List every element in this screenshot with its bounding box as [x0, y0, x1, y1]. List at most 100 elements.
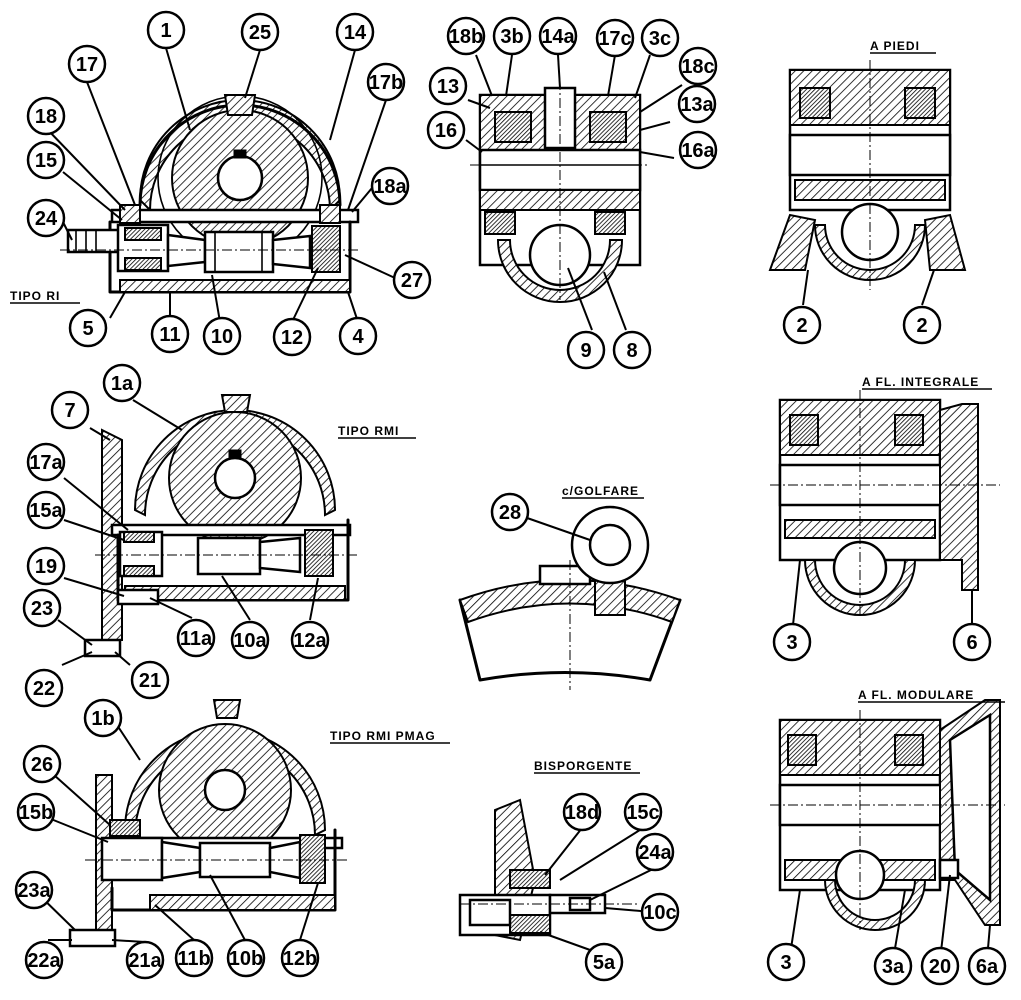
callout-3b: 3b [492, 16, 532, 56]
section-titles: TIPO RI TIPO RMI TIPO RMI PMAG A PIEDI A… [10, 39, 1005, 774]
callout-17: 17 [67, 44, 107, 84]
svg-text:25: 25 [249, 22, 271, 44]
callouts: 1 25 14 17 17b 18 15 18a 24 27 5 11 10 1… [14, 10, 1007, 986]
callout-5: 5 [68, 308, 108, 348]
title-tipo-ri: TIPO RI [10, 289, 60, 303]
svg-text:12: 12 [281, 327, 303, 349]
svg-text:24a: 24a [638, 842, 672, 864]
svg-text:10a: 10a [233, 630, 267, 652]
callout-22a: 22a [24, 940, 64, 980]
svg-text:13a: 13a [680, 94, 714, 116]
callout-8: 8 [612, 330, 652, 370]
callout-6: 6 [952, 622, 992, 662]
callout-15: 15 [26, 140, 66, 180]
callout-3-modulare: 3 [766, 942, 806, 982]
callout-16a: 16a [678, 130, 718, 170]
view-tipo-rmi-pmag [68, 699, 350, 948]
svg-text:4: 4 [352, 326, 364, 348]
callout-10c: 10c [640, 892, 680, 932]
svg-text:18b: 18b [449, 26, 483, 48]
callout-14: 14 [335, 12, 375, 52]
callout-14a: 14a [538, 16, 578, 56]
callout-23a: 23a [14, 870, 54, 910]
svg-text:10c: 10c [643, 902, 676, 924]
callout-15b: 15b [16, 792, 56, 832]
svg-text:11b: 11b [177, 948, 210, 970]
title-a-fl-integrale: A FL. INTEGRALE [862, 375, 979, 389]
svg-text:7: 7 [64, 400, 75, 422]
title-bisporgente: BISPORGENTE [534, 759, 632, 773]
callout-10: 10 [202, 316, 242, 356]
svg-text:2: 2 [796, 315, 807, 337]
svg-text:21: 21 [139, 670, 161, 692]
callout-11: 11 [150, 314, 190, 354]
svg-text:14a: 14a [541, 26, 575, 48]
svg-text:12b: 12b [283, 948, 317, 970]
callout-1: 1 [146, 10, 186, 50]
svg-text:18d: 18d [565, 802, 599, 824]
svg-text:16: 16 [435, 120, 457, 142]
callout-10b: 10b [226, 938, 266, 978]
svg-text:3b: 3b [500, 26, 523, 48]
callout-3-integrale: 3 [772, 622, 812, 662]
callout-17a: 17a [26, 442, 66, 482]
callout-1b: 1b [83, 698, 123, 738]
callout-3a: 3a [873, 946, 913, 986]
callout-11a: 11a [176, 618, 216, 658]
svg-text:17b: 17b [369, 72, 403, 94]
callout-7: 7 [50, 390, 90, 430]
view-tipo-ri [60, 94, 360, 294]
svg-text:12a: 12a [293, 630, 327, 652]
view-a-fl-modulare [770, 699, 1005, 931]
callout-5a: 5a [584, 942, 624, 982]
svg-text:17c: 17c [598, 28, 631, 50]
svg-text:6a: 6a [976, 956, 999, 978]
svg-text:28: 28 [499, 502, 521, 524]
callout-23: 23 [22, 588, 62, 628]
callout-13: 13 [428, 66, 468, 106]
svg-text:22: 22 [33, 678, 55, 700]
svg-text:3c: 3c [649, 28, 671, 50]
svg-text:5a: 5a [593, 952, 616, 974]
callout-2-left: 2 [782, 305, 822, 345]
callout-25: 25 [240, 12, 280, 52]
callout-15c: 15c [623, 792, 663, 832]
callout-6a: 6a [967, 946, 1007, 986]
callout-9: 9 [566, 330, 606, 370]
svg-text:19: 19 [35, 556, 57, 578]
svg-text:10: 10 [211, 326, 233, 348]
callout-16: 16 [426, 110, 466, 150]
callout-2-right: 2 [902, 305, 942, 345]
callout-13a: 13a [677, 84, 717, 124]
svg-text:15c: 15c [626, 802, 659, 824]
callout-18c: 18c [678, 46, 718, 86]
callout-1a: 1a [102, 363, 142, 403]
svg-text:15b: 15b [19, 802, 53, 824]
title-tipo-rmi-pmag: TIPO RMI PMAG [330, 729, 436, 743]
svg-text:18: 18 [35, 106, 57, 128]
svg-text:1a: 1a [111, 373, 134, 395]
view-a-piedi [768, 60, 967, 290]
callout-22: 22 [24, 668, 64, 708]
svg-text:10b: 10b [229, 948, 263, 970]
svg-text:1: 1 [160, 20, 171, 42]
callout-17c: 17c [595, 18, 635, 58]
svg-text:24: 24 [35, 208, 58, 230]
view-bisporgente [458, 798, 640, 942]
svg-text:23: 23 [31, 598, 53, 620]
callout-12a: 12a [290, 620, 330, 660]
svg-text:13: 13 [437, 76, 459, 98]
svg-text:14: 14 [344, 22, 367, 44]
callout-26: 26 [22, 744, 62, 784]
svg-text:23a: 23a [17, 880, 51, 902]
callout-27: 27 [392, 260, 432, 300]
svg-text:21a: 21a [128, 950, 162, 972]
svg-text:20: 20 [929, 956, 951, 978]
view-c-golfare [458, 505, 682, 690]
svg-text:2: 2 [916, 315, 927, 337]
callout-10a: 10a [230, 620, 270, 660]
svg-text:8: 8 [626, 340, 637, 362]
view-a-fl-integrale [770, 390, 1000, 616]
leader-lines [33, 47, 991, 961]
view-side-section [470, 80, 650, 303]
